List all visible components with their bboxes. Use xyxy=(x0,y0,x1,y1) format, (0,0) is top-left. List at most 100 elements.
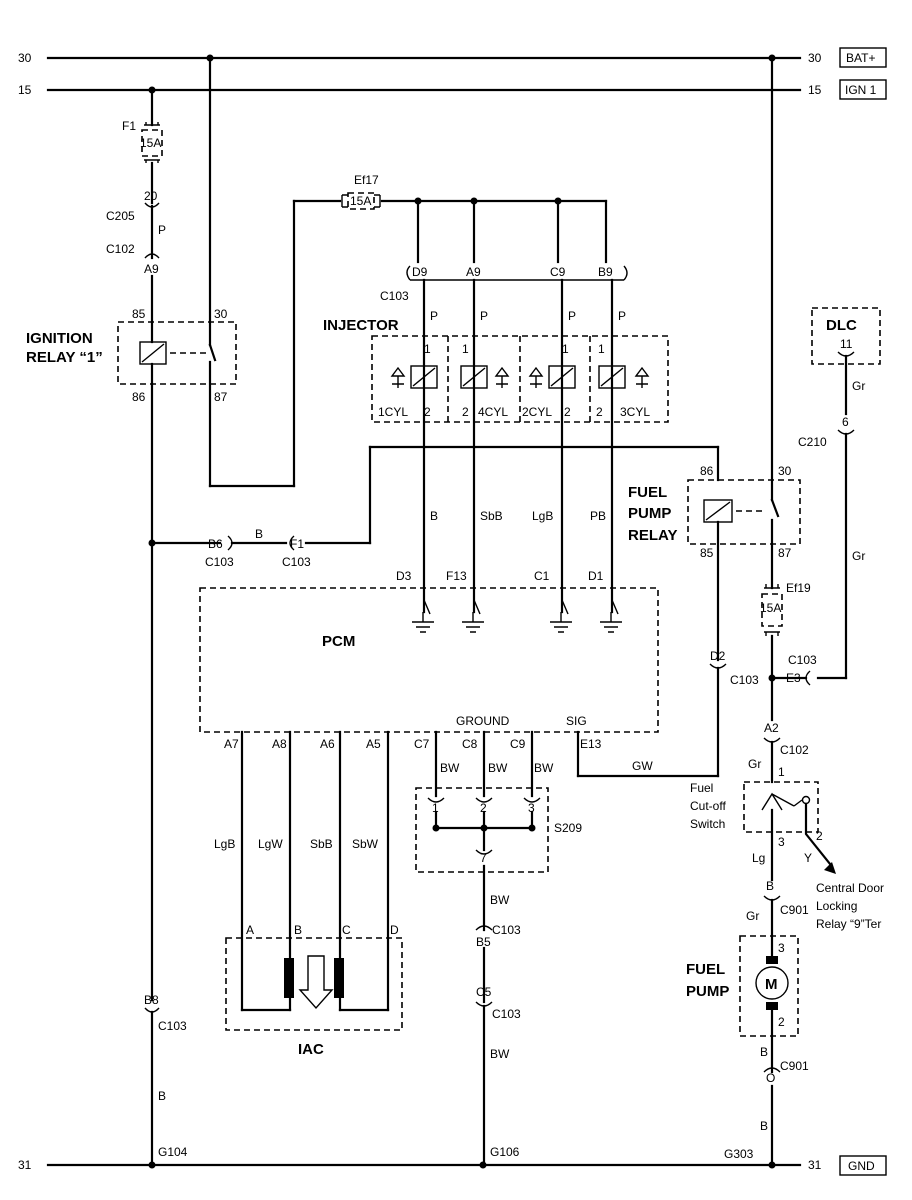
ignition-branch: F1 15A 20 C205 P C102 A9 IGNITION RELAY … xyxy=(26,56,720,1167)
dlc-branch: DLC 11 Gr 6 C210 Gr xyxy=(798,307,881,680)
fuse-ef19-name: Ef19 xyxy=(786,581,811,595)
d2-label: D2 xyxy=(710,649,726,663)
rail-15-right-label: 15 xyxy=(808,83,822,97)
pcm-pin-c1: C1 xyxy=(534,569,550,583)
splice-pin-3: 3 xyxy=(528,801,535,815)
iac-pin-d: D xyxy=(390,923,399,937)
injector-cell-2cyl: 1 2 2CYL xyxy=(522,342,576,419)
fuse-ef19-rating: 15A xyxy=(760,601,781,615)
inj-4cyl-pin1: 1 xyxy=(462,342,469,356)
g104-label: G104 xyxy=(158,1145,188,1159)
cutoff-title-1: Fuel xyxy=(690,781,713,795)
splice-out-pin: 7 xyxy=(480,851,487,865)
dlc-pin-11: 11 xyxy=(840,337,853,351)
fuel-pump-pin3: 3 xyxy=(778,941,785,955)
inj-2cyl-pin1: 1 xyxy=(562,342,569,356)
fuel-relay-pin30: 30 xyxy=(778,464,792,478)
inj-wire-color-3: PB xyxy=(590,509,606,523)
wire-b-relay: B xyxy=(255,527,263,541)
cutoff-title-3: Switch xyxy=(690,817,725,831)
injector-branch: Ef17 15A D9 A9 C9 B9 C103 INJECTOR P P P… xyxy=(323,173,669,633)
inj-wire-color-1: SbB xyxy=(480,509,503,523)
c901-bot-label: C901 xyxy=(780,1059,809,1073)
rail-30: 30 30 BAT+ xyxy=(18,47,887,68)
inj-3cyl-pin2: 2 xyxy=(596,405,603,419)
iac-title: IAC xyxy=(298,1041,324,1058)
fuel-pump-wire-b: B xyxy=(760,1045,768,1059)
g106-label: G106 xyxy=(490,1145,520,1159)
fuel-pump-motor-icon xyxy=(755,966,789,1000)
inj-connector: C103 xyxy=(380,289,409,303)
dlc-wire-gr2: Gr xyxy=(852,549,865,563)
pcm-title: PCM xyxy=(322,633,355,650)
fuel-pump-box xyxy=(739,935,799,1037)
pcm-pin-c7: C7 xyxy=(414,737,430,751)
iac-wire-sbb: SbB xyxy=(310,837,333,851)
c901-top-label: C901 xyxy=(780,903,809,917)
rail-30-right-label: 30 xyxy=(808,51,822,65)
dlc-wire-gr: Gr xyxy=(852,379,865,393)
pcm-pin-c8: C8 xyxy=(462,737,478,751)
ign-relay-pin87: 87 xyxy=(214,390,228,404)
splice-pin-2: 2 xyxy=(480,801,487,815)
ign-relay-pin30: 30 xyxy=(214,307,228,321)
fuel-relay-pin87: 87 xyxy=(778,546,792,560)
c205-label: C205 xyxy=(106,209,135,223)
fuel-relay-pin86: 86 xyxy=(700,464,714,478)
iac-pin-c: C xyxy=(342,923,351,937)
fuse-f1-name: F1 xyxy=(122,119,136,133)
c103-d2-label: C103 xyxy=(730,673,759,687)
inj-wire-p-2: P xyxy=(568,309,576,323)
pcm-pin-a7: A7 xyxy=(224,737,239,751)
fuel-relay-title-2: PUMP xyxy=(628,505,671,522)
c103-e3-label: C103 xyxy=(788,653,817,667)
splice-wire-ground: BW xyxy=(490,1047,510,1061)
iac-coil-right xyxy=(334,958,344,998)
iac-wire-lgw: LgW xyxy=(258,837,283,851)
inj-1cyl-pin2: 2 xyxy=(424,405,431,419)
inj-wire-p-0: P xyxy=(430,309,438,323)
fuel-pump-motor-letter: M xyxy=(765,976,778,993)
cutoff-pin2: 2 xyxy=(816,829,823,843)
iac-wire-sbw: SbW xyxy=(352,837,379,851)
fuel-relay-pin85: 85 xyxy=(700,546,714,560)
inj-3cyl-label: 3CYL xyxy=(620,405,650,419)
pcm-pin-e13: E13 xyxy=(580,737,602,751)
fuel-pump-title-2: PUMP xyxy=(686,983,729,1000)
c103-b5-label: C103 xyxy=(492,923,521,937)
pcm-pin-a8: A8 xyxy=(272,737,287,751)
splice-name: S209 xyxy=(554,821,582,835)
fuse-f1-rating: 15A xyxy=(140,136,161,150)
c103-c5-label: C103 xyxy=(492,1007,521,1021)
pcm-pin-d3: D3 xyxy=(396,569,412,583)
ignition-relay-title-1: IGNITION xyxy=(26,330,93,347)
wire-gw: GW xyxy=(632,759,653,773)
cutoff-switch-icon xyxy=(761,792,803,811)
injector-title: INJECTOR xyxy=(323,317,399,334)
rail-15-left-label: 15 xyxy=(18,83,32,97)
ign-wire-p: P xyxy=(158,223,166,237)
fuel-relay-title-1: FUEL xyxy=(628,484,667,501)
b5-label: B5 xyxy=(476,935,491,949)
c103-b8-label: C103 xyxy=(158,1019,187,1033)
inj-2cyl-pin2: 2 xyxy=(564,405,571,419)
b8-label: B8 xyxy=(144,993,159,1007)
c210-pin: 6 xyxy=(842,415,849,429)
cutoff-wire-gr: Gr xyxy=(748,757,761,771)
pcm-pin-a6: A6 xyxy=(320,737,335,751)
bat-plus-tag: BAT+ xyxy=(846,51,875,65)
c102-fuel-label: C102 xyxy=(780,743,809,757)
inj-4cyl-label: 4CYL xyxy=(478,405,508,419)
injector-cell-1cyl: 1 2 1CYL xyxy=(378,342,438,419)
rail-31-left-label: 31 xyxy=(18,1158,32,1172)
pcm-pin-f13: F13 xyxy=(446,569,467,583)
c210-label: C210 xyxy=(798,435,827,449)
fuse-ef17-rating: 15A xyxy=(350,194,371,208)
inj-3cyl-pin1: 1 xyxy=(598,342,605,356)
a2-label: A2 xyxy=(764,721,779,735)
inj-pin-0: D9 xyxy=(412,265,428,279)
rail-30-left-label: 30 xyxy=(18,51,32,65)
inj-1cyl-pin1: 1 xyxy=(424,342,431,356)
inj-wire-color-2: LgB xyxy=(532,509,553,523)
rail-15: 15 15 IGN 1 xyxy=(18,79,887,100)
